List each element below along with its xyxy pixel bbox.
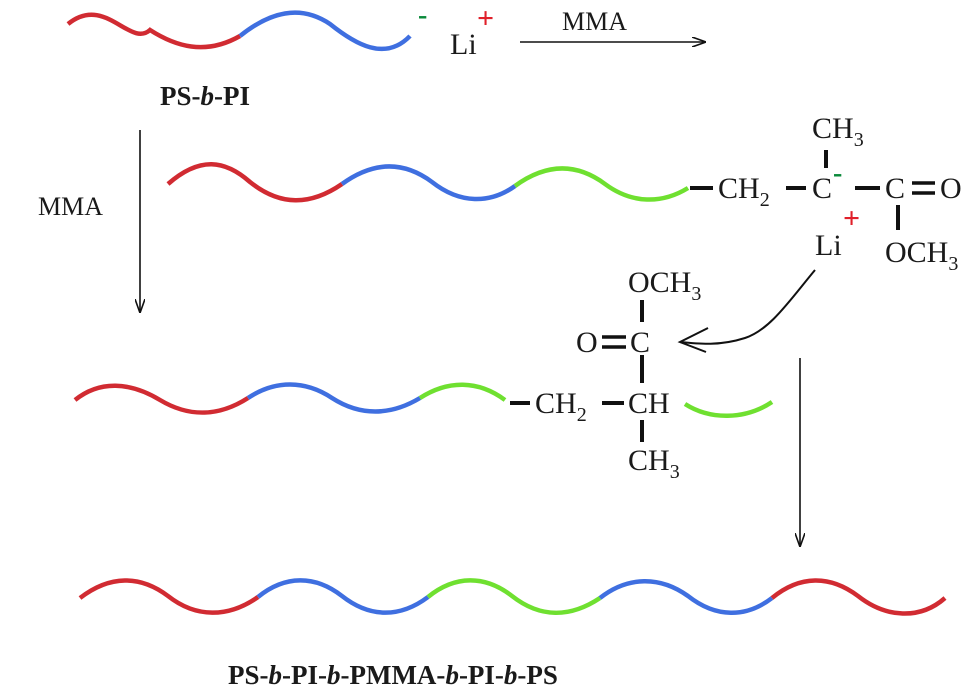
ps-segment-2: [166, 162, 344, 203]
pi-segment-4a: [256, 578, 430, 615]
anion-carbonyl-c: C: [885, 172, 905, 205]
chain-backbiting: [73, 382, 507, 415]
pi-segment-4b: [598, 579, 774, 615]
cyclized-ch3: CH3: [628, 444, 680, 483]
pi-segment-2: [340, 164, 517, 202]
pmma-tail-3: [683, 400, 774, 418]
anion-ch2: CH2: [718, 172, 770, 211]
cyclized-carbonyl-c: C: [630, 326, 650, 359]
anion-charge: -: [418, 0, 427, 31]
cyclized-ch: CH: [628, 387, 670, 420]
label-pentablock: PS-b-PI-b-PMMA-b-PI-b-PS: [228, 660, 558, 690]
attack-arrow: [679, 269, 816, 345]
pmma-segment-4: [426, 578, 602, 615]
ps-segment-4a: [78, 578, 260, 615]
anion-methoxy: OCH3: [885, 236, 958, 275]
arrow-label-mma-top: MMA: [562, 7, 627, 36]
cyclized-ch2: CH2: [535, 387, 587, 426]
anion-carbanion: C: [812, 172, 832, 205]
lithium-charge: +: [477, 2, 494, 35]
cyclized-carbonyl-o: O: [576, 326, 598, 359]
pmma-segment-3: [418, 382, 507, 402]
chain-pentablock: [78, 578, 947, 616]
carbanion-charge: -: [833, 158, 842, 189]
ps-segment-3: [73, 383, 250, 415]
attack-arrow-head: [677, 327, 709, 353]
chain-with-pmma-anion: [166, 162, 690, 203]
pi-segment: [238, 10, 412, 52]
pi-segment-3: [246, 382, 422, 414]
label-ps-b-pi: PS-b-PI: [160, 81, 250, 111]
chain-ps-b-pi: [66, 10, 412, 52]
ps-segment-4b: [770, 578, 947, 616]
pmma-segment-2: [513, 166, 690, 202]
cyclized-methoxy: OCH3: [628, 266, 701, 305]
arrow-label-mma-left: MMA: [38, 192, 103, 221]
anion-carbonyl-o: O: [940, 172, 962, 205]
anion-lithium-charge: +: [843, 202, 860, 235]
anion-lithium: Li: [815, 229, 842, 262]
ps-segment: [66, 12, 242, 50]
lithium-label: Li: [450, 28, 477, 61]
anion-ch3: CH3: [812, 112, 864, 151]
